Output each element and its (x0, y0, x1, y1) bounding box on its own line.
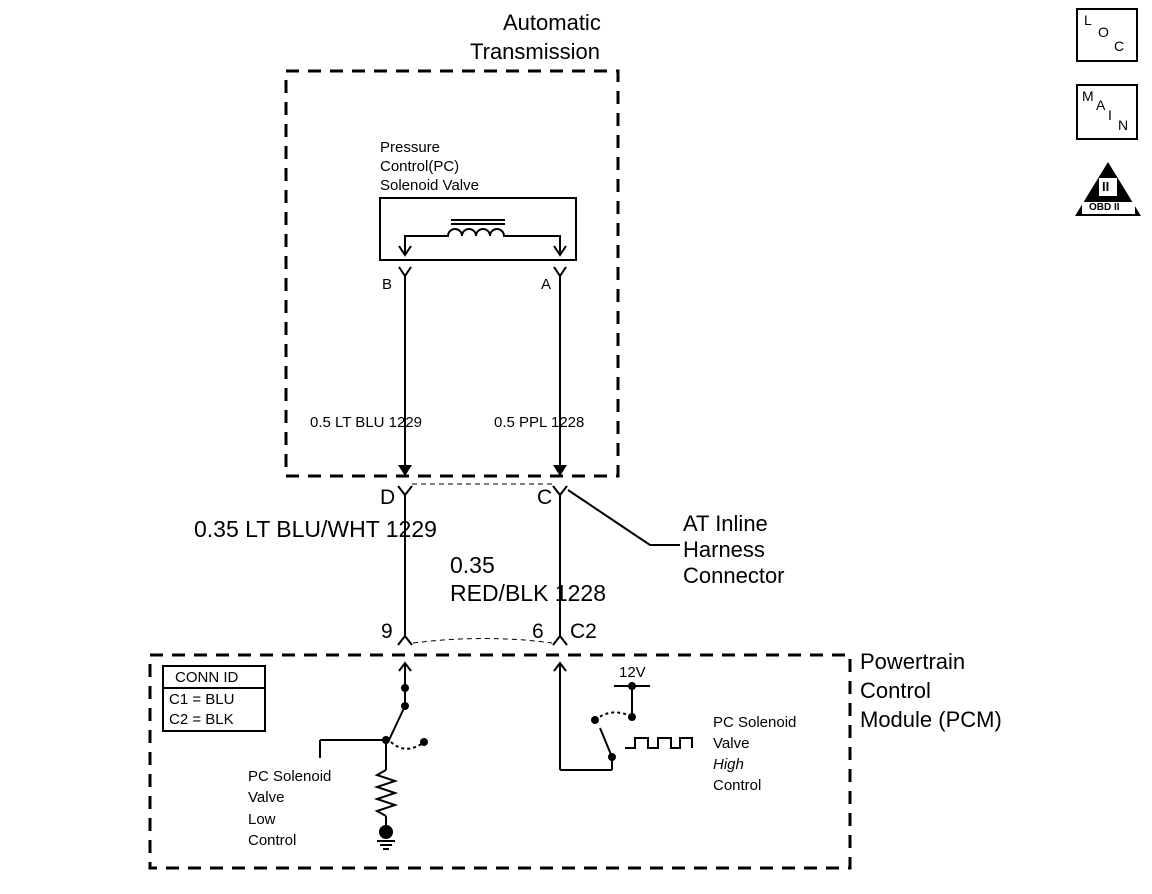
low-switch-open-contact (420, 738, 428, 746)
pcm-label-line2: Control (860, 678, 931, 703)
connector-c2-label: C2 (570, 620, 597, 643)
harness-label-line3: Connector (683, 563, 785, 588)
obd-text: OBD II (1089, 202, 1120, 213)
low-switch-pivot (401, 702, 409, 710)
obd-numeral: II (1102, 179, 1110, 194)
conn-id-row1: C1 = BLU (169, 691, 235, 708)
conn-id-title: CONN ID (175, 669, 239, 686)
wire-inner-right-label: 0.5 PPL 1228 (494, 414, 585, 431)
low-control-line2: Valve (248, 789, 285, 806)
connector-6-symbol (552, 630, 568, 646)
obd-numeral-plate (1099, 178, 1117, 196)
high-switch-open-contact (591, 716, 599, 724)
pcm-label-line3: Module (PCM) (860, 707, 1002, 732)
loc-icon-c: C (1114, 38, 1125, 54)
solenoid-label-line3: Solenoid Valve (380, 177, 479, 194)
loc-icon-l: L (1084, 12, 1092, 28)
pin-9-label: 9 (381, 620, 393, 643)
connector-b-symbol (398, 266, 412, 284)
main-icon[interactable]: M A I N (1076, 84, 1138, 140)
pin-6-label: 6 (532, 620, 544, 643)
wire-outer-right-line1: 0.35 (450, 552, 495, 578)
connector-a-symbol (553, 266, 567, 284)
solenoid-arrow-a (553, 245, 567, 257)
pin-c-label: C (537, 486, 553, 509)
conn-id-box (162, 665, 266, 732)
solenoid-label-line2: Control(PC) (380, 158, 460, 175)
high-control-line3: High (713, 756, 744, 773)
connector-9-symbol (397, 630, 413, 646)
main-icon-m: M (1082, 88, 1094, 104)
transmission-boundary (284, 69, 620, 478)
supply-voltage-label: 12V (619, 664, 646, 681)
harness-leader-line (567, 489, 680, 546)
low-switch-pivot-top (401, 684, 409, 692)
pin-a-label: A (541, 276, 552, 293)
high-control-circuit (553, 661, 693, 771)
harness-label-line2: Harness (683, 537, 765, 562)
transmission-title-line2: Transmission (470, 39, 600, 64)
low-control-circuit (319, 661, 424, 850)
low-switch-contact (382, 736, 390, 744)
pin-d-label: D (380, 486, 396, 509)
high-control-line2: Valve (713, 735, 750, 752)
solenoid-label-line1: Pressure (380, 139, 441, 156)
arrow-wire-1229 (398, 465, 412, 476)
obd-label-band (1082, 202, 1135, 214)
connector-c-symbol (552, 485, 568, 505)
main-icon-a: A (1096, 97, 1106, 113)
high-switch-pivot (608, 753, 616, 761)
main-icon-n: N (1118, 117, 1129, 133)
pcm-boundary (148, 653, 852, 870)
supply-node (628, 682, 636, 690)
loc-icon-o: O (1098, 24, 1109, 40)
arrow-wire-1228 (553, 465, 567, 476)
pin-b-label: B (382, 276, 393, 293)
solenoid-arrow-b (398, 245, 412, 257)
high-control-line4: Control (713, 777, 762, 794)
high-switch-contact-top (628, 713, 636, 721)
wire-outer-right-line2: RED/BLK 1228 (450, 580, 606, 606)
high-control-line1: PC Solenoid (713, 714, 797, 731)
wire-inner-left-label: 0.5 LT BLU 1229 (310, 414, 423, 431)
harness-label-line1: AT Inline (683, 511, 768, 536)
pcm-label-line1: Powertrain (860, 649, 966, 674)
ground-icon (379, 825, 393, 839)
loc-icon[interactable]: L O C (1076, 8, 1138, 62)
main-icon-i: I (1108, 107, 1112, 123)
solenoid-box (379, 197, 577, 261)
transmission-title-line1: Automatic (503, 10, 601, 35)
connector-d-symbol (397, 485, 413, 505)
conn-id-row2: C2 = BLK (169, 711, 234, 728)
solenoid-coil (404, 219, 561, 253)
low-control-line4: Control (248, 832, 297, 849)
low-control-line1: PC Solenoid (248, 768, 332, 785)
low-control-line3: Low (248, 811, 276, 828)
wire-outer-left-label: 0.35 LT BLU/WHT 1229 (194, 516, 437, 542)
